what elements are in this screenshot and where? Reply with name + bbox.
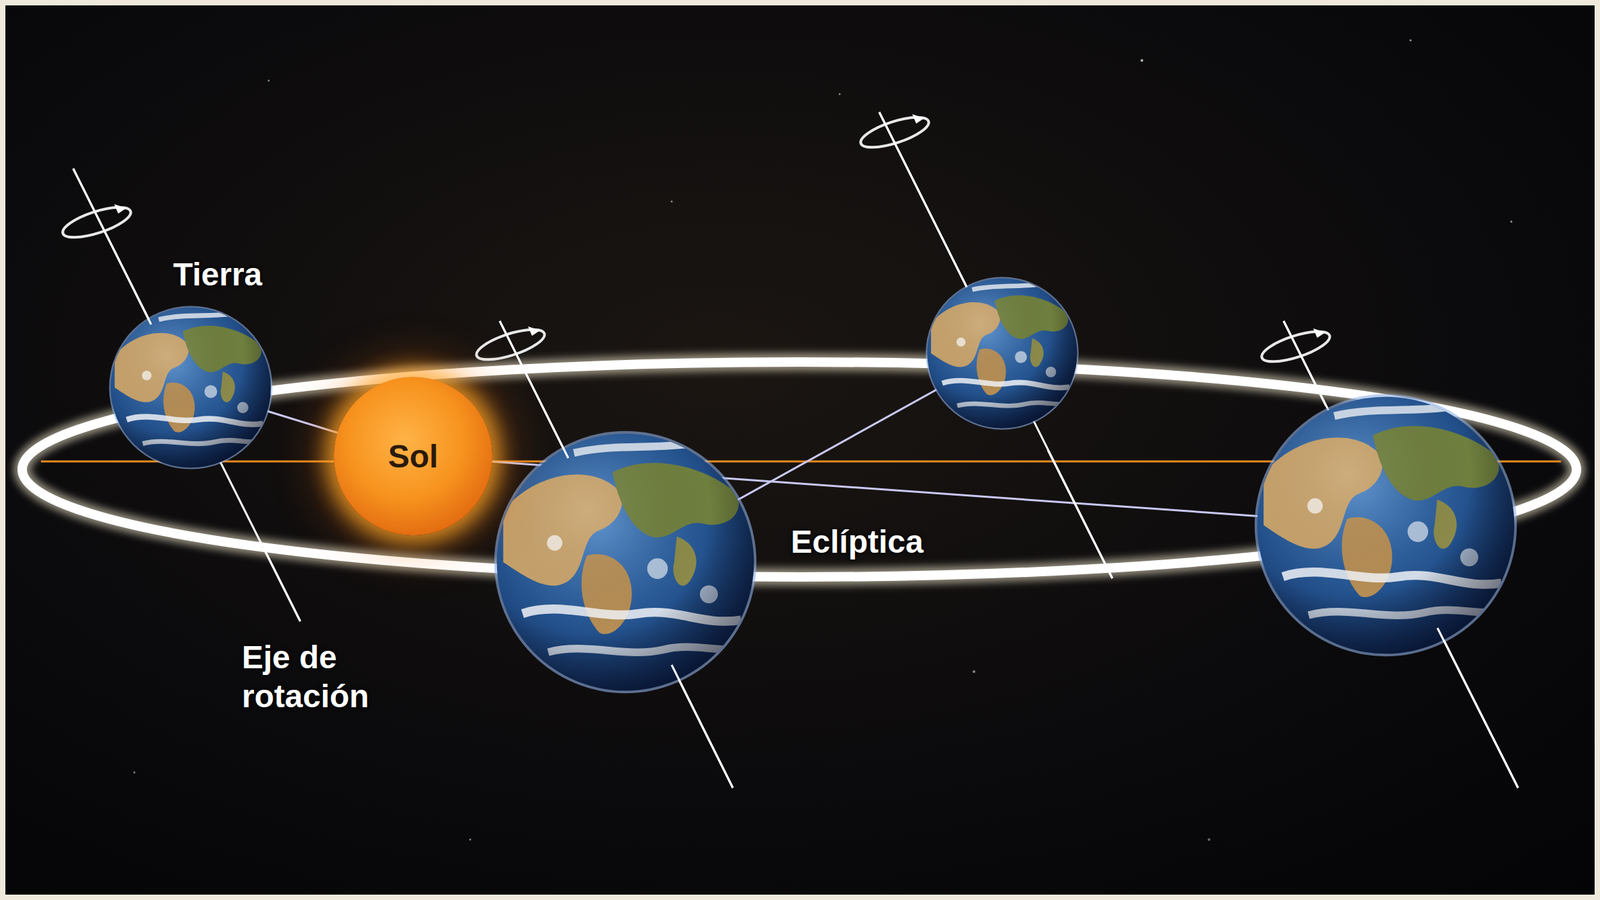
space-background	[5, 5, 1595, 895]
rotation-arrowheads	[114, 114, 1326, 338]
rotation-arrows	[59, 110, 1334, 368]
node-label: Sol	[388, 437, 439, 475]
sun-earth-lines	[190, 353, 1386, 563]
axis-pole-stubs	[73, 112, 1519, 788]
ecliptic-label: Eclíptica	[790, 522, 923, 562]
earth-label: Tierra	[173, 255, 263, 295]
axis-label: Eje de rotación	[241, 638, 424, 717]
rotation-axes	[73, 112, 1519, 788]
earth-globe	[1254, 394, 1517, 657]
sun-circle: Sol	[333, 376, 493, 536]
earth-globe	[494, 431, 757, 694]
earth-globe	[108, 305, 273, 469]
earth-globe	[925, 276, 1079, 430]
